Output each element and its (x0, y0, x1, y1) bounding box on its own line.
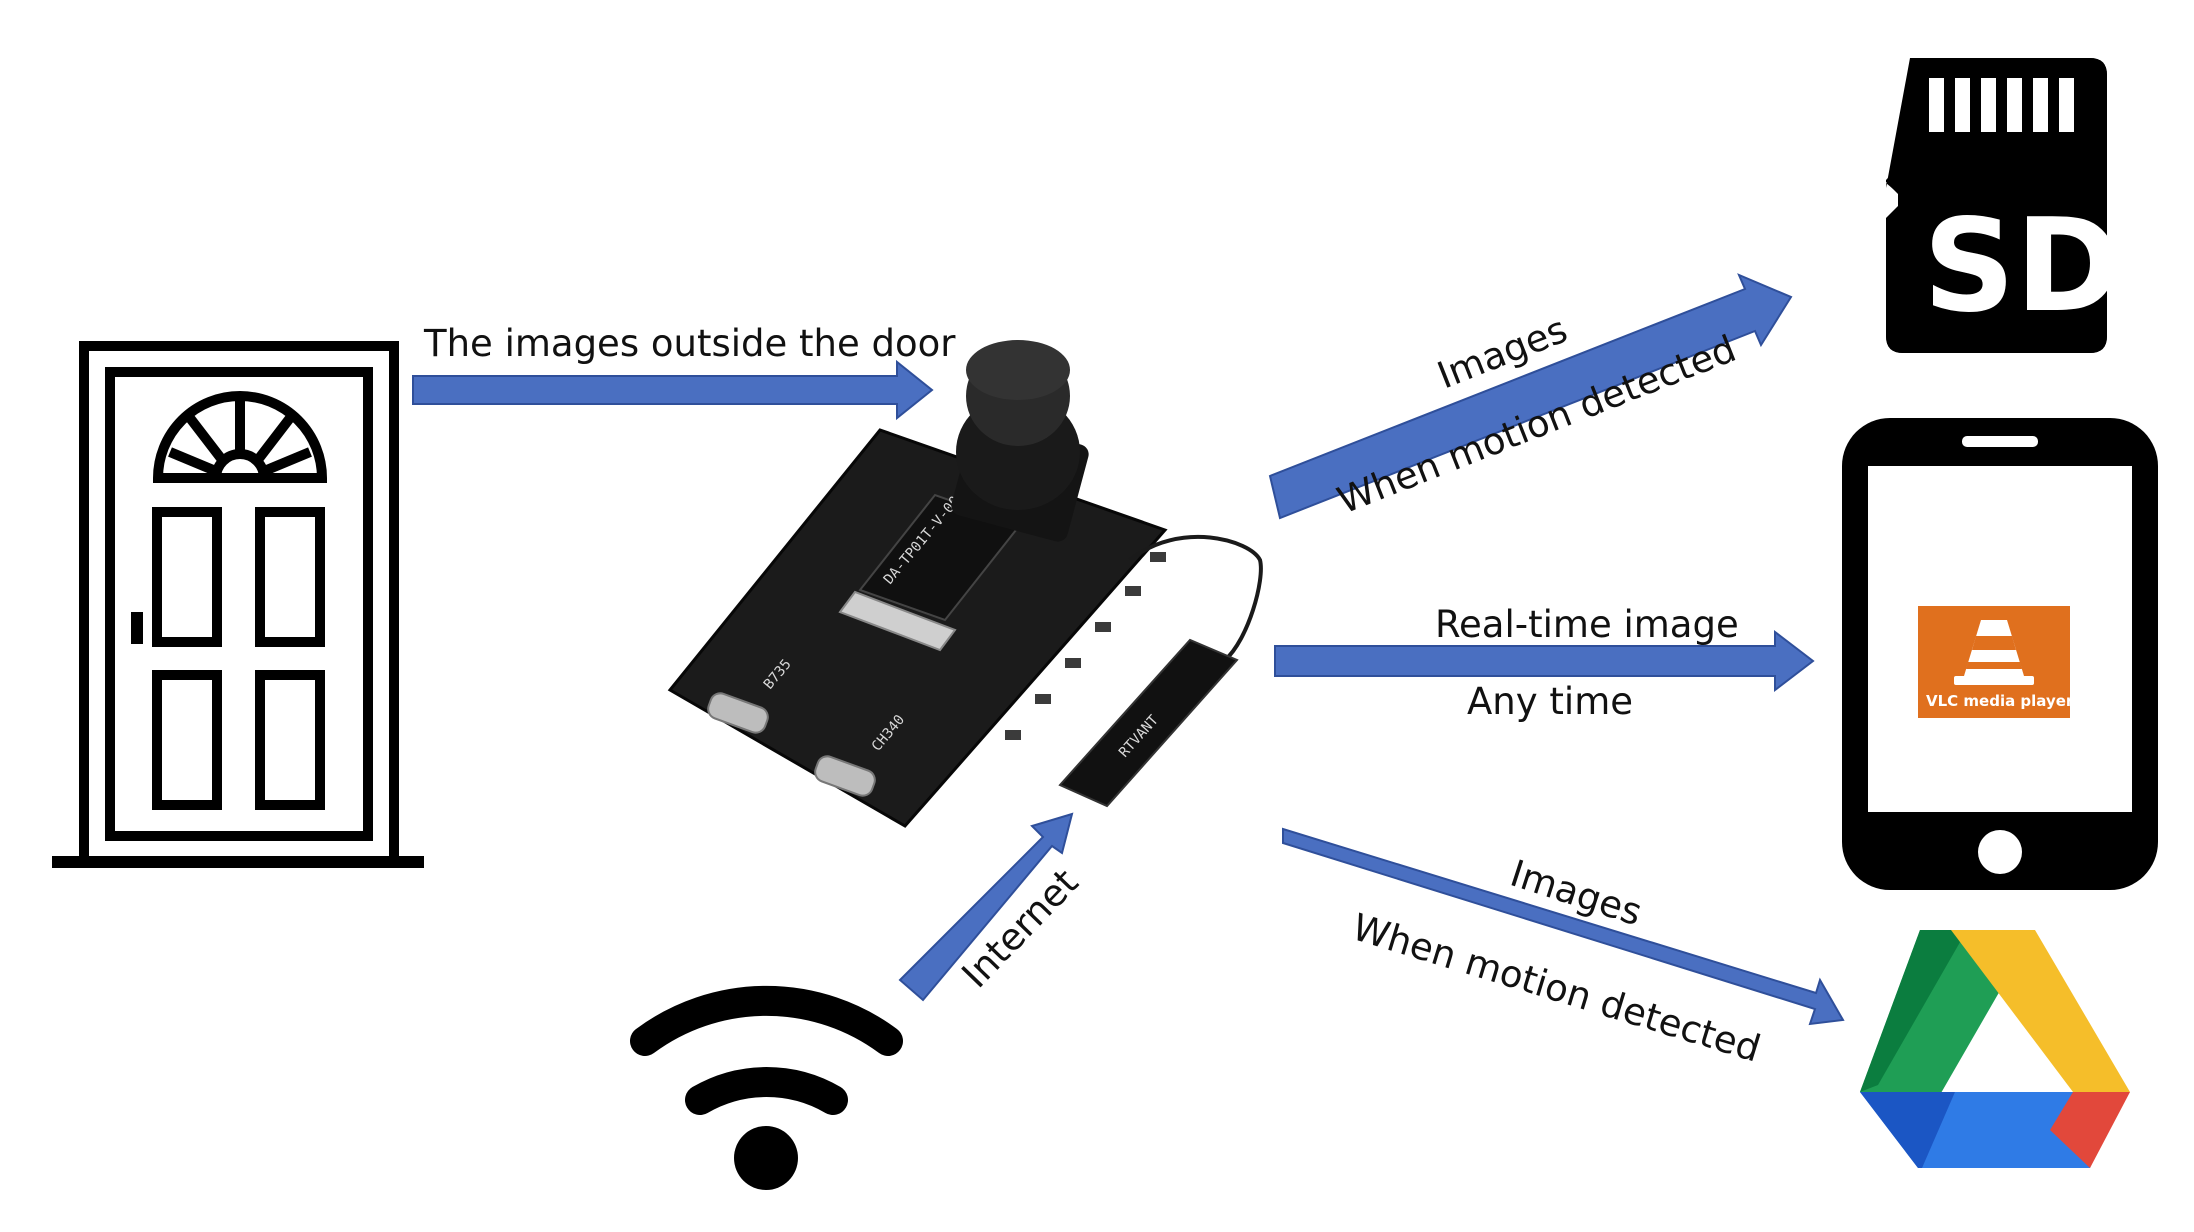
label-to-drive-bottom: When motion detected (1347, 905, 1765, 1070)
arrow-door-to-camera (412, 359, 934, 421)
fpc-connector (838, 590, 957, 652)
usb-port-2 (814, 755, 876, 797)
door-icon (52, 341, 424, 868)
camera-board: DA-TP01T-V-00 B735 CH340 RTVANT (667, 340, 1263, 828)
wifi-icon (630, 985, 903, 1190)
antenna-wire (1128, 535, 1263, 662)
sd-text: SD (1923, 192, 2121, 341)
arrow-internet (898, 812, 1074, 1002)
label-to-phone-top: Real-time image (1435, 603, 1739, 646)
arrow-to-phone (1274, 629, 1815, 693)
camera-lens (951, 340, 1089, 542)
antenna-pcb (1058, 638, 1239, 808)
arrow-to-sd (1268, 273, 1793, 520)
label-to-phone-bottom: Any time (1467, 680, 1633, 723)
vlc-caption: VLC media player (1926, 692, 2074, 710)
label-door-to-camera: The images outside the door (423, 322, 956, 365)
usb-port-1 (707, 692, 769, 734)
google-drive-icon (1860, 930, 2130, 1168)
vlc-icon: VLC media player (1918, 606, 2074, 718)
arrow-to-drive (1282, 827, 1845, 1026)
sd-card-icon: SD (1886, 58, 2121, 353)
header-pins (1005, 552, 1166, 740)
